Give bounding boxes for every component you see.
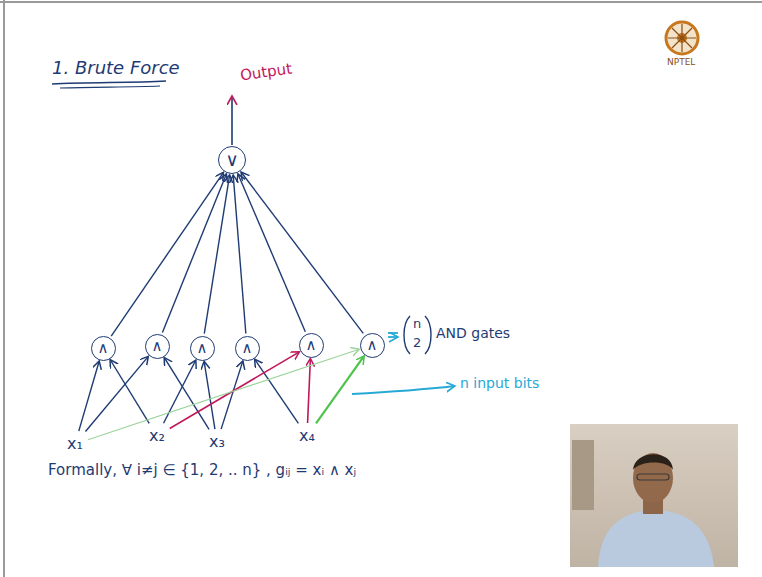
title-underline	[52, 81, 166, 84]
gate-symbol: ∧	[242, 340, 253, 357]
input-wire	[85, 356, 148, 431]
gate-output-wire	[204, 175, 229, 334]
callout-arrow	[352, 386, 455, 394]
binomial-bracket	[404, 316, 410, 354]
and-gate: ∧	[360, 333, 385, 358]
input-wire	[110, 360, 149, 424]
formal-definition: Formally, ∀ i≠j ∈ {1, 2, .. n} , gᵢⱼ = x…	[48, 462, 356, 479]
callout-arrow	[388, 332, 398, 334]
and-gate: ∧	[235, 336, 260, 361]
input-name: x₂	[149, 427, 165, 445]
output-label: Output	[239, 60, 293, 84]
and-gate: ∧	[299, 333, 324, 358]
input-name: x₃	[209, 433, 225, 451]
gate-output-wire	[233, 175, 246, 334]
output-arrow	[231, 96, 233, 145]
nptel-logo	[666, 22, 698, 54]
input-bit: x₃	[206, 431, 228, 453]
and-gate: ∧	[190, 336, 215, 361]
input-bit: x₄	[296, 425, 318, 447]
logo-text: NPTEL	[667, 58, 695, 68]
slide-border	[3, 0, 5, 577]
gate-count-label: AND gates	[436, 326, 510, 341]
input-wire	[88, 349, 359, 439]
or-gate: ∨	[218, 146, 246, 174]
and-gate: ∧	[91, 336, 116, 361]
slide-border	[0, 1, 762, 3]
gate-symbol: ∧	[152, 338, 163, 355]
input-bit: x₁	[64, 433, 86, 455]
input-bit: x₂	[146, 425, 168, 447]
input-wire	[221, 361, 243, 429]
callout-arrow	[388, 336, 398, 338]
and-gate: ∧	[145, 334, 170, 359]
input-wire	[255, 359, 299, 423]
slide-title: 1. Brute Force	[52, 58, 180, 78]
gate-symbol: ∧	[367, 337, 378, 354]
binomial-bracket	[425, 316, 431, 354]
gate-symbol: ∧	[197, 340, 208, 357]
webcam-inset	[570, 424, 742, 567]
input-wire	[308, 358, 311, 423]
input-name: x₁	[67, 435, 83, 453]
gate-output-wire	[111, 172, 223, 336]
gate-symbol: ∧	[98, 340, 109, 357]
binomial-top: n	[413, 317, 421, 331]
title-underline	[60, 86, 160, 88]
gate-output-wire	[238, 174, 305, 332]
gate-symbol: ∨	[225, 150, 238, 170]
input-name: x₄	[299, 427, 315, 445]
input-wire	[170, 352, 300, 429]
binomial-bottom: 2	[413, 336, 421, 350]
gate-symbol: ∧	[306, 337, 317, 354]
input-wire	[316, 356, 364, 423]
input-count-label: n input bits	[460, 376, 539, 391]
gate-output-wire	[241, 172, 363, 333]
input-wire	[164, 360, 196, 423]
input-wire	[79, 361, 99, 431]
input-wire	[204, 361, 215, 429]
